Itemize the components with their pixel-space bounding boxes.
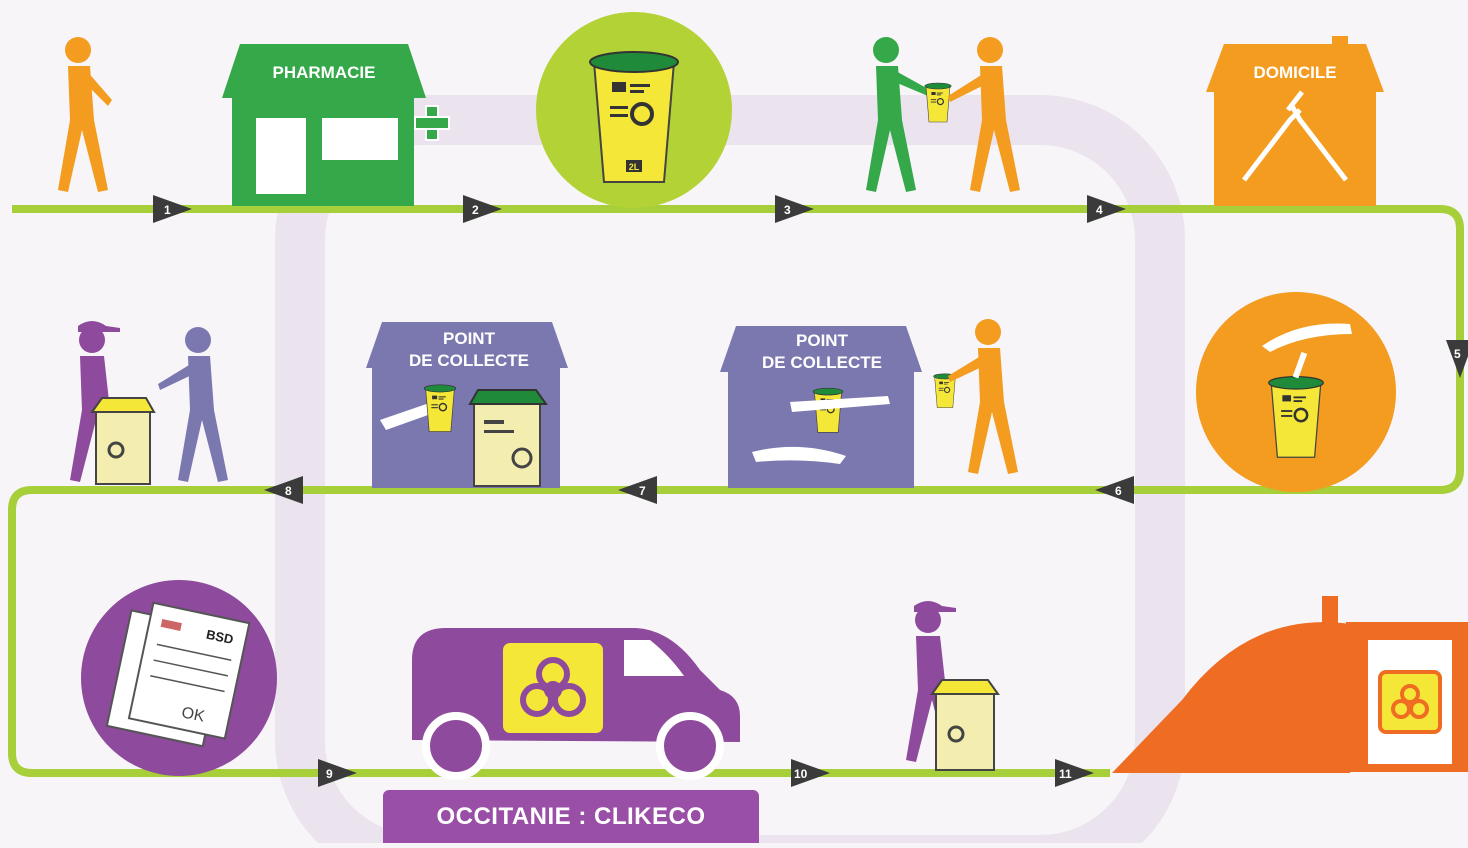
document-front-icon <box>127 601 251 740</box>
bsd-document-circle: BSD OK <box>81 580 277 776</box>
sharps-container-icon <box>812 387 844 434</box>
patient-person-icon <box>948 37 1020 192</box>
sharps-container-circle: 2L <box>536 12 732 208</box>
pharmacy-icon: PHARMACIE <box>222 44 450 206</box>
step-number: 6 <box>1115 484 1122 498</box>
step-marker-7: 7 <box>618 476 657 504</box>
step-number: 4 <box>1096 203 1103 217</box>
region-banner: OCCITANIE : CLIKECO <box>383 790 759 843</box>
sharps-container-icon <box>1267 375 1325 459</box>
step-number: 7 <box>639 484 646 498</box>
pharmacy-label: PHARMACIE <box>273 63 376 82</box>
step-number: 8 <box>285 484 292 498</box>
region-banner-text: OCCITANIE : CLIKECO <box>436 802 706 830</box>
process-path <box>8 205 1464 777</box>
step-number: 11 <box>1059 767 1072 781</box>
home-label: DOMICILE <box>1253 63 1336 82</box>
van-wheel-icon <box>656 712 724 780</box>
step-marker-4: 4 <box>1087 195 1126 223</box>
container-volume: 2L <box>629 162 640 172</box>
collection-point-label-line2: DE COLLECTE <box>409 351 529 370</box>
sharps-container-icon: 2L <box>588 50 680 184</box>
pharmacist-person-icon <box>866 37 930 192</box>
collection-point-label-line1: POINT <box>443 329 496 348</box>
step-number: 3 <box>784 203 791 217</box>
step-marker-2: 2 <box>463 195 502 223</box>
home-icon: DOMICILE <box>1206 36 1384 206</box>
document-ok: OK <box>180 704 206 726</box>
collection-point-label-line2: DE COLLECTE <box>762 353 882 372</box>
incinerator-icon <box>1112 596 1468 773</box>
pharmacist-person-icon <box>158 327 228 482</box>
step-number: 1 <box>164 203 171 217</box>
step-marker-3: 3 <box>775 195 814 223</box>
collection-point-left-icon: POINT DE COLLECTE <box>366 322 568 488</box>
small-container-icon <box>924 82 952 123</box>
walking-person-icon <box>58 37 112 192</box>
van-wheel-icon <box>422 712 490 780</box>
receiving-hand-icon <box>752 446 846 464</box>
injection-hands-icon <box>1242 90 1348 182</box>
sharps-container-icon <box>423 384 457 433</box>
step-number: 2 <box>472 203 479 217</box>
disposal-circle <box>1196 292 1396 492</box>
step-number: 9 <box>326 767 333 781</box>
step-number: 5 <box>1454 347 1461 361</box>
step-marker-10: 10 <box>791 759 830 787</box>
biohazard-icon <box>1391 684 1429 719</box>
syringe-icon <box>1292 351 1308 379</box>
step-marker-9: 9 <box>318 759 357 787</box>
dropping-hand-icon <box>1262 323 1352 352</box>
step-marker-11: 11 <box>1055 759 1094 787</box>
collection-point-label-line1: POINT <box>796 331 849 350</box>
giving-hand-icon <box>790 396 890 412</box>
collection-van-icon <box>412 628 740 780</box>
collection-point-right-icon: POINT DE COLLECTE <box>720 326 922 488</box>
step-number: 10 <box>794 767 808 781</box>
step-marker-6: 6 <box>1095 476 1134 504</box>
collection-box-icon <box>930 679 1000 771</box>
collection-box-icon <box>90 397 156 485</box>
step-marker-5: 5 <box>1446 340 1468 378</box>
depositing-person-icon <box>948 319 1018 474</box>
hand-icon <box>380 400 442 430</box>
pharmacy-cross-icon <box>414 105 450 141</box>
step-marker-1: 1 <box>153 195 192 223</box>
document-code: BSD <box>205 627 235 647</box>
collection-box-icon <box>468 389 548 487</box>
step-marker-8: 8 <box>264 476 303 504</box>
biohazard-icon <box>520 657 586 717</box>
